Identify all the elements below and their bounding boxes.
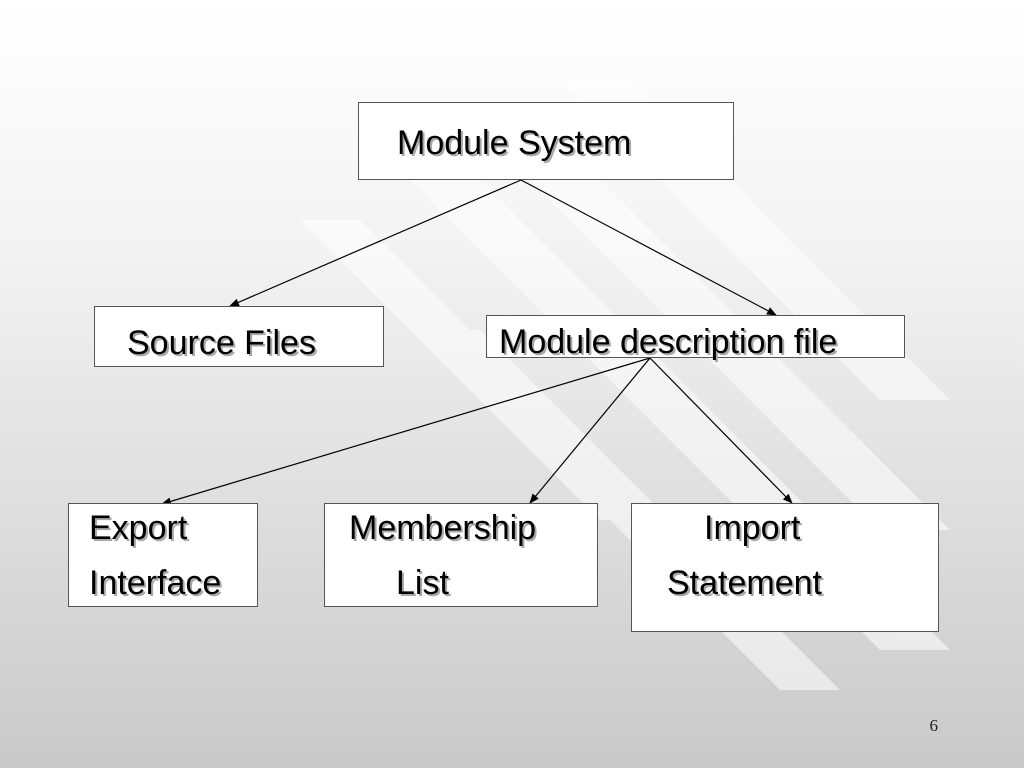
membership-list-line2: List	[396, 564, 449, 602]
edge-description-import	[649, 357, 793, 504]
source-files-label: Source Files	[127, 324, 316, 362]
export-interface-box: Export Interface	[68, 503, 258, 607]
export-interface-line1: Export	[89, 509, 188, 547]
module-description-file-label: Module description file	[499, 323, 838, 361]
module-description-file-box: Module description file	[486, 315, 905, 361]
edge-root-source	[229, 179, 522, 307]
edge-description-export	[161, 357, 651, 506]
edge-description-membership	[529, 357, 651, 504]
membership-list-line1: Membership	[349, 509, 537, 547]
source-files-box: Source Files	[94, 306, 384, 367]
edge-root-description	[520, 179, 777, 316]
import-statement-line2: Statement	[667, 564, 822, 602]
import-statement-line1: Import	[704, 509, 801, 547]
module-system-box: Module System	[358, 102, 734, 180]
membership-list-box: Membership List	[324, 503, 598, 607]
module-system-label: Module System	[397, 124, 632, 162]
import-statement-box: Import Statement	[631, 503, 939, 632]
export-interface-line2: Interface	[89, 564, 222, 602]
slide-number: 6	[929, 716, 939, 735]
